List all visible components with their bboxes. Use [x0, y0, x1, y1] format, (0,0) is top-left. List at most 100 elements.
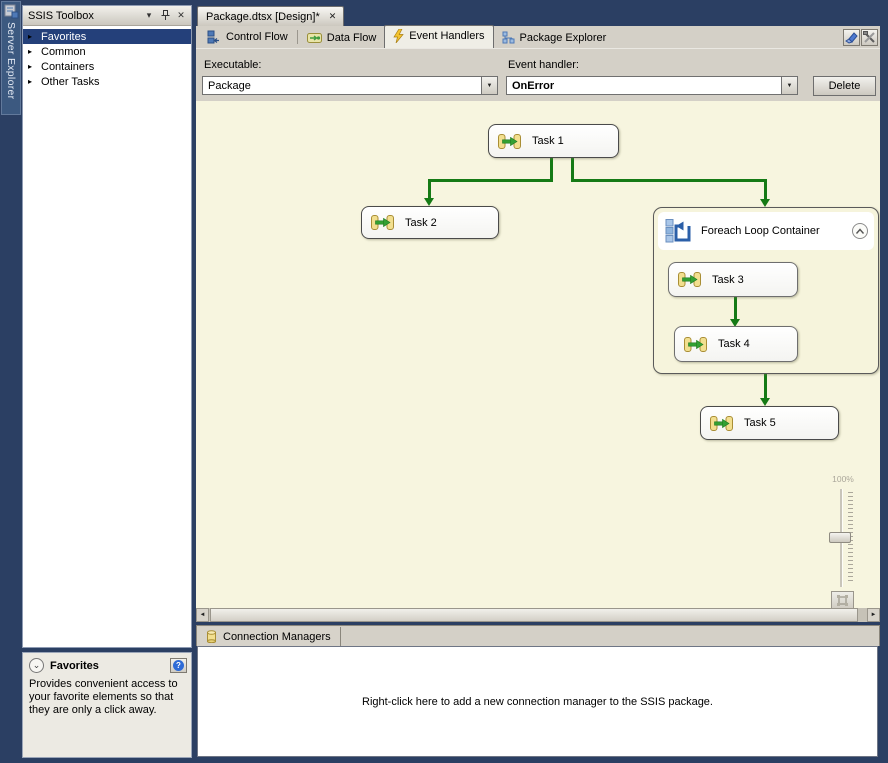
connection-manager-icon: [207, 630, 216, 643]
connection-managers-tabstrip: Connection Managers: [196, 625, 880, 646]
document-area: Package.dtsx [Design]* ✕ Control Flow: [196, 0, 880, 763]
connector-task1-task2: [428, 179, 553, 182]
task-node-task5[interactable]: Task 5: [700, 406, 839, 440]
help-icon: ?: [173, 660, 184, 671]
left-dock-strip: Server Explorer: [0, 0, 22, 763]
tab-data-flow[interactable]: Data Flow: [299, 29, 385, 48]
toolbox-item-label: Favorites: [41, 30, 87, 43]
scroll-left-icon: ◄: [199, 612, 206, 618]
delete-button[interactable]: Delete: [813, 76, 876, 96]
pin-icon[interactable]: [158, 9, 172, 23]
eraser-button[interactable]: [843, 29, 860, 46]
toolbox-item-other-tasks[interactable]: ▸ Other Tasks: [23, 74, 191, 89]
horizontal-scrollbar[interactable]: ◄ ►: [196, 608, 880, 622]
event-handlers-icon: [393, 29, 405, 43]
data-flow-icon: [306, 33, 322, 43]
toolbox-titlebar: SSIS Toolbox ▾ ✕: [23, 6, 191, 26]
tools-icon: [863, 31, 875, 43]
favorites-info-panel: ⌄ Favorites ? Provides convenient access…: [22, 652, 192, 758]
tab-label: Event Handlers: [409, 30, 485, 42]
close-icon[interactable]: ✕: [177, 10, 185, 20]
executable-value: Package: [208, 79, 251, 92]
chevron-down-icon[interactable]: ▼: [481, 77, 497, 94]
tab-package-explorer[interactable]: Package Explorer: [494, 28, 615, 48]
event-handler-bar: Executable: Event handler: Package ▼ OnE…: [196, 48, 880, 101]
task-label: Task 3: [712, 273, 744, 286]
scroll-right-button[interactable]: ►: [867, 608, 880, 622]
executable-combobox[interactable]: Package ▼: [202, 76, 498, 95]
connection-managers-empty-text: Right-click here to add a new connection…: [362, 695, 713, 708]
connector-task1-foreach: [571, 158, 574, 181]
event-handler-value: OnError: [512, 79, 555, 92]
foreach-loop-icon: [665, 219, 691, 243]
zoom-slider-thumb[interactable]: [829, 532, 851, 543]
fit-to-window-icon: [837, 595, 848, 606]
collapse-button[interactable]: [852, 223, 868, 239]
expander-icon[interactable]: ▸: [28, 47, 33, 56]
control-flow-icon: [207, 30, 219, 44]
expander-icon[interactable]: ▸: [28, 62, 33, 71]
zoom-level-label: 100%: [832, 474, 854, 484]
scrollbar-thumb[interactable]: [210, 608, 858, 622]
task-label: Task 1: [532, 135, 564, 147]
connector-task1-task2: [550, 158, 553, 181]
zoom-control: 100%: [826, 474, 860, 608]
toolbox-item-label: Containers: [41, 60, 95, 73]
eraser-icon: [845, 32, 858, 44]
chevron-down-icon[interactable]: ▼: [781, 77, 797, 94]
server-explorer-label: Server Explorer: [5, 22, 17, 100]
arrowhead: [760, 199, 770, 207]
foreach-loop-container[interactable]: Foreach Loop Container: [653, 207, 879, 374]
ssis-toolbox-panel: SSIS Toolbox ▾ ✕ ▸ Favorites ▸ Common ▸ …: [22, 5, 192, 648]
arrowhead: [424, 198, 434, 206]
tab-control-flow[interactable]: Control Flow: [199, 27, 296, 48]
tab-event-handlers[interactable]: Event Handlers: [384, 25, 494, 48]
task-node-task3[interactable]: Task 3: [668, 262, 798, 297]
zoom-fit-button[interactable]: [831, 591, 854, 608]
connector-foreach-task5: [764, 374, 767, 399]
expander-icon[interactable]: ▸: [28, 32, 33, 41]
foreach-label: Foreach Loop Container: [701, 225, 820, 237]
designer-tabstrip: Control Flow Data Flow Event Handlers: [196, 25, 880, 48]
tab-label: Control Flow: [226, 31, 288, 43]
document-tab[interactable]: Package.dtsx [Design]* ✕: [197, 6, 345, 26]
task-node-task2[interactable]: Task 2: [361, 206, 499, 239]
tab-label: Package Explorer: [519, 31, 607, 44]
server-explorer-icon: [4, 4, 18, 19]
foreach-header[interactable]: Foreach Loop Container: [658, 212, 874, 250]
toolbox-item-favorites[interactable]: ▸ Favorites: [23, 29, 191, 44]
toolbox-list: ▸ Favorites ▸ Common ▸ Containers ▸ Othe…: [23, 26, 191, 89]
expander-icon[interactable]: ▸: [28, 77, 33, 86]
toolbox-title: SSIS Toolbox: [28, 9, 94, 22]
toolbox-item-containers[interactable]: ▸ Containers: [23, 59, 191, 74]
event-handler-label: Event handler:: [508, 59, 579, 71]
task-icon: [710, 415, 733, 431]
task-node-task1[interactable]: Task 1: [488, 124, 619, 158]
arrowhead: [730, 319, 740, 327]
event-handler-combobox[interactable]: OnError ▼: [506, 76, 798, 95]
task-label: Task 4: [718, 338, 750, 350]
scroll-left-button[interactable]: ◄: [196, 608, 209, 622]
package-explorer-icon: [502, 31, 514, 44]
task-icon: [684, 336, 707, 352]
task-label: Task 5: [744, 417, 776, 429]
design-surface[interactable]: Task 1 Task 2: [196, 101, 880, 608]
task-icon: [371, 215, 394, 230]
close-icon[interactable]: ✕: [328, 11, 337, 21]
connector-task1-foreach: [571, 179, 767, 182]
tools-button[interactable]: [861, 29, 878, 46]
executable-label: Executable:: [204, 59, 262, 71]
toolbox-item-label: Common: [41, 45, 86, 58]
task-label: Task 2: [405, 216, 437, 229]
chevron-down-icon[interactable]: ⌄: [29, 658, 44, 673]
help-button[interactable]: ?: [170, 658, 187, 673]
window-menu-icon[interactable]: ▾: [146, 10, 152, 20]
connection-managers-panel[interactable]: Right-click here to add a new connection…: [197, 646, 878, 757]
toolbox-item-label: Other Tasks: [41, 75, 100, 88]
connector-task1-task2: [428, 179, 431, 199]
toolbox-item-common[interactable]: ▸ Common: [23, 44, 191, 59]
connection-managers-tab[interactable]: Connection Managers: [200, 627, 341, 646]
server-explorer-tab[interactable]: Server Explorer: [1, 1, 21, 115]
task-node-task4[interactable]: Task 4: [674, 326, 798, 362]
